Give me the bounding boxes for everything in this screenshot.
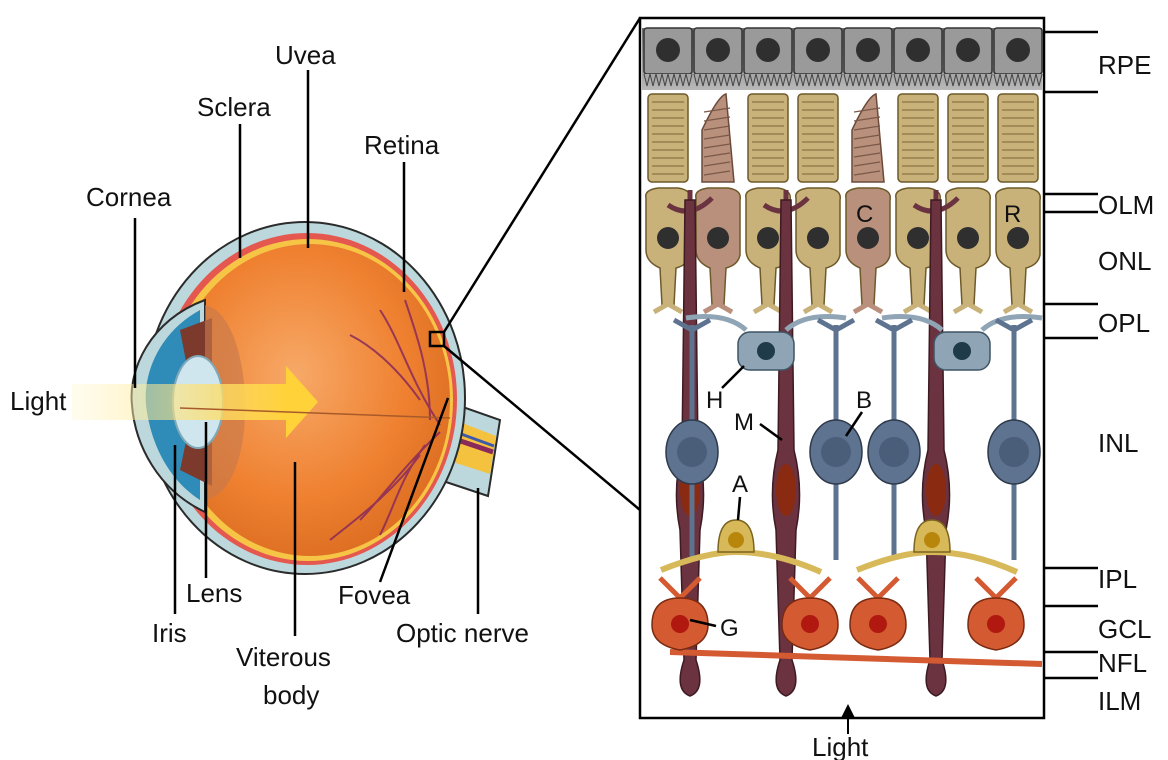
rod-nucleus bbox=[657, 227, 679, 249]
rod-outer-segment bbox=[898, 94, 938, 182]
rpe-nucleus bbox=[656, 38, 680, 62]
ganglion-nucleus bbox=[671, 615, 689, 633]
bottom-light-label: Light bbox=[812, 732, 869, 760]
horizontal-label: H bbox=[706, 387, 723, 414]
muller-nucleus bbox=[926, 464, 946, 516]
bipolar-nucleus bbox=[999, 437, 1029, 467]
bipolar-label: B bbox=[856, 387, 872, 414]
iris-label: Iris bbox=[152, 618, 187, 648]
viterous-label-line2: body bbox=[263, 680, 319, 710]
rpe-nucleus bbox=[1006, 38, 1030, 62]
cornea-label: Cornea bbox=[86, 182, 172, 212]
ganglion-nucleus bbox=[801, 615, 819, 633]
horizontal-nucleus bbox=[757, 342, 775, 360]
onl-label: ONL bbox=[1098, 246, 1151, 276]
rod-outer-segment bbox=[748, 94, 788, 182]
ganglion-label: G bbox=[720, 615, 739, 642]
rpe-nucleus bbox=[906, 38, 930, 62]
rpe-nucleus bbox=[956, 38, 980, 62]
rod-nucleus bbox=[907, 227, 929, 249]
ganglion-nucleus bbox=[987, 615, 1005, 633]
muller-label: M bbox=[734, 409, 754, 436]
optic-nerve-label: Optic nerve bbox=[396, 618, 529, 648]
fovea-label: Fovea bbox=[338, 580, 411, 610]
opl-label: OPL bbox=[1098, 308, 1150, 338]
ipl-label: IPL bbox=[1098, 564, 1137, 594]
rpe-nucleus bbox=[856, 38, 880, 62]
bipolar-nucleus bbox=[677, 437, 707, 467]
rod-outer-segment bbox=[798, 94, 838, 182]
horizontal-nucleus bbox=[953, 342, 971, 360]
sclera-label: Sclera bbox=[197, 92, 271, 122]
ganglion-nucleus bbox=[869, 615, 887, 633]
bipolar-nucleus bbox=[879, 437, 909, 467]
ilm-label: ILM bbox=[1098, 686, 1141, 716]
rod-outer-segment bbox=[648, 94, 688, 182]
uvea-label: Uvea bbox=[275, 40, 336, 70]
olm-label: OLM bbox=[1098, 190, 1154, 220]
lens-label: Lens bbox=[186, 578, 242, 608]
rod-label: R bbox=[1004, 201, 1021, 228]
light-label: Light bbox=[10, 386, 67, 416]
eye-illustration bbox=[72, 18, 640, 574]
amacrine-nucleus bbox=[728, 532, 744, 548]
amacrine-nucleus bbox=[924, 532, 940, 548]
light-beam bbox=[72, 384, 286, 420]
rod-outer-segment bbox=[998, 94, 1038, 182]
viterous-label-line1: Viterous bbox=[236, 642, 331, 672]
bipolar-nucleus bbox=[821, 437, 851, 467]
nfl-label: NFL bbox=[1098, 648, 1147, 678]
rod-nucleus bbox=[1007, 227, 1029, 249]
rod-nucleus bbox=[957, 227, 979, 249]
retina-layers-panel bbox=[640, 18, 1044, 718]
cone-label: C bbox=[856, 201, 873, 228]
rpe-label: RPE bbox=[1098, 50, 1151, 80]
rpe-nucleus bbox=[806, 38, 830, 62]
gcl-label: GCL bbox=[1098, 614, 1151, 644]
rpe-nucleus bbox=[706, 38, 730, 62]
rod-nucleus bbox=[807, 227, 829, 249]
amacrine-label: A bbox=[732, 471, 748, 498]
cone-nucleus bbox=[707, 227, 729, 249]
muller-nucleus bbox=[776, 464, 796, 516]
retina-label: Retina bbox=[364, 130, 440, 160]
rod-nucleus bbox=[757, 227, 779, 249]
rpe-nucleus bbox=[756, 38, 780, 62]
inl-label: INL bbox=[1098, 428, 1138, 458]
layer-leader-lines bbox=[1044, 32, 1098, 678]
rod-outer-segment bbox=[948, 94, 988, 182]
cone-nucleus bbox=[857, 227, 879, 249]
